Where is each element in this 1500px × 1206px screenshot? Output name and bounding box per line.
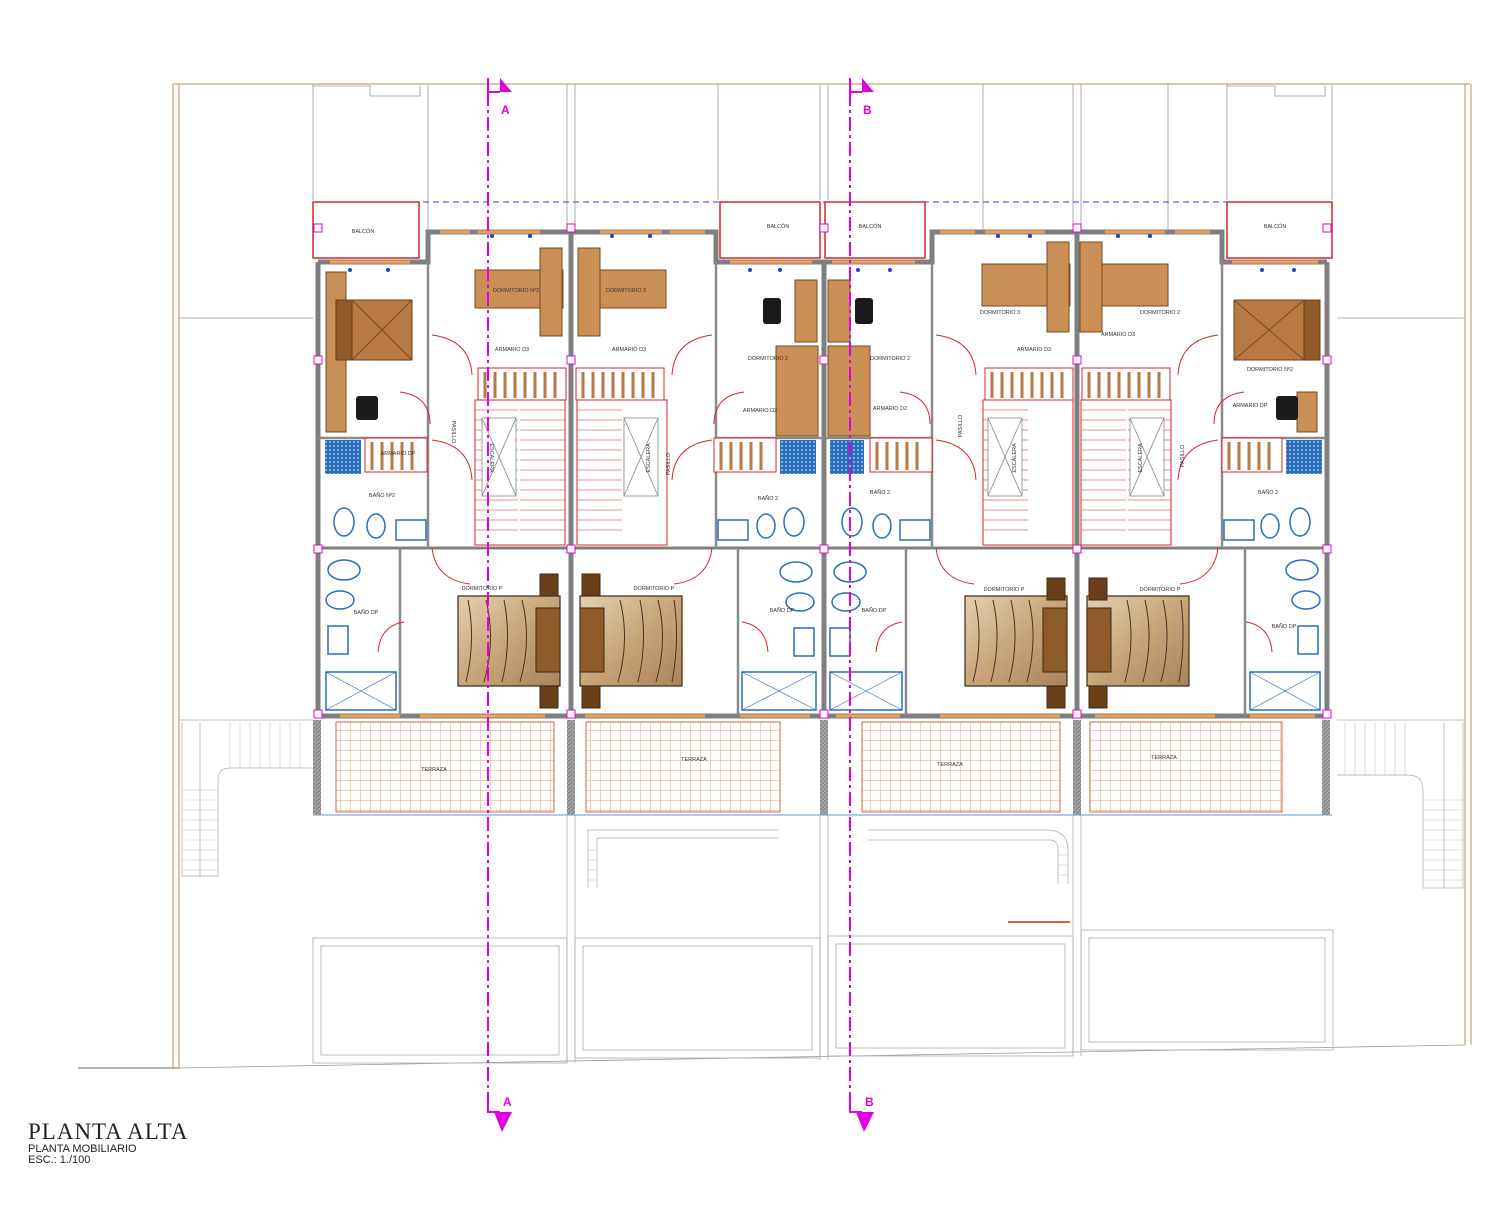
stair-voids [481,417,1165,497]
label-balcon-4: BALCÓN [1264,223,1287,230]
balconies [312,201,1333,259]
label-terraza-4: TERRAZA [1151,755,1177,761]
label-dormitorio-3-2: DORMITORIO 3 [980,310,1020,316]
interior-walls [318,262,1327,716]
exterior-stairs [181,722,1464,889]
section-label-b-top: B [863,103,872,117]
label-bano-2-1: BAÑO 2 [758,495,778,502]
doors [377,334,1273,653]
label-dormitorio-p-1: DORMITORIO P [462,586,503,592]
label-terraza-2: TERRAZA [681,757,707,763]
label-dormitorio-n2-2: DORMITORIO Nº2 [1247,366,1293,373]
label-armario-d3-2: ARMARIO D3 [612,347,646,353]
exterior-stair-treads [182,722,1463,881]
section-line-a [487,78,512,1132]
label-balcon-1: BALCÓN [352,228,375,235]
title-block: PLANTA ALTA PLANTA MOBILIARIO ESC.: 1./1… [28,1120,188,1166]
section-label-a-top: A [501,103,510,117]
closets [364,367,1283,473]
room-labels: BALCÓN BALCÓN BALCÓN BALCÓN DORMITORIO N… [352,223,1297,773]
label-pasillo-4: PASILLO [1180,444,1186,467]
label-terraza-1: TERRAZA [421,767,447,773]
label-escalera-3: ESCALERA [1012,443,1018,473]
label-dormitorio-p-3: DORMITORIO P [984,587,1025,593]
label-dormitorio-2-2: DORMITORIO 2 [870,356,910,362]
label-pasillo-1: PASILLO [450,421,456,444]
label-dormitorio-p-2: DORMITORIO P [634,586,675,592]
label-bano-dp-1: BAÑO DP [354,609,379,616]
label-pasillo-2: PASILLO [666,452,672,475]
drawing-scale: ESC.: 1./100 [28,1154,91,1166]
label-escalera-1: ESCALERA [488,443,494,473]
section-label-b-bottom: B [865,1095,874,1109]
label-dormitorio-p-4: DORMITORIO P [1140,587,1181,593]
label-pasillo-3: PASILLO [958,414,964,437]
section-label-a-bottom: A [503,1095,512,1109]
section-line-b [849,78,874,1132]
label-armario-d2-1: ARMARIO D2 [743,408,777,414]
label-balcon-3: BALCÓN [859,223,882,230]
label-bano-dp-4: BAÑO DP [1272,623,1297,630]
label-armario-d3-3: ARMARIO D3 [1017,347,1051,353]
label-dormitorio-n2-1: DORMITORIO Nº2 [493,287,539,294]
drawing-subtitle: PLANTA MOBILIARIO [28,1143,137,1155]
drawing-title: PLANTA ALTA [28,1119,189,1144]
label-bano-2-2: BAÑO 2 [870,489,890,496]
label-terraza-3: TERRAZA [937,762,963,768]
bathroom-tiles [325,440,1322,474]
label-balcon-2: BALCÓN [767,223,790,230]
bed-folds [465,599,1184,683]
label-dormitorio-2-1: DORMITORIO 2 [748,356,788,362]
nightstands [535,573,1112,709]
single-beds [335,299,1321,361]
label-escalera-4: ESCALERA [1138,443,1144,473]
showers [325,671,1321,711]
window-marks [348,234,1296,272]
label-armario-dp-1: ARMARIO DP [381,451,416,457]
label-bano-2-3: BAÑO 2 [1258,489,1278,496]
label-armario-d2-2: ARMARIO D2 [873,406,907,412]
chairs [356,298,1298,420]
label-escalera-2: ESCALERA [646,443,652,473]
label-bano-n2: BAÑO Nº2 [369,492,395,499]
label-armario-d3-4: ARMARIO D3 [1101,332,1135,338]
site-outline [78,83,1472,1069]
columns [313,223,1332,719]
closet-hangers [370,372,1271,470]
terraces [313,720,1332,816]
label-armario-dp-2: ARMARIO DP [1233,403,1268,409]
parking-areas [179,719,1465,1064]
label-dormitorio-3-1: DORMITORIO 3 [606,288,646,294]
side-yards [179,84,1465,319]
label-bano-dp-2: BAÑO DP [770,607,795,614]
bathroom-fixtures [325,507,1321,657]
windows [330,230,1318,718]
label-armario-d3-1: ARMARIO D3 [495,347,529,353]
label-dormitorio-2-3: DORMITORIO 2 [1140,310,1180,316]
label-bano-dp-3: BAÑO DP [862,607,887,614]
